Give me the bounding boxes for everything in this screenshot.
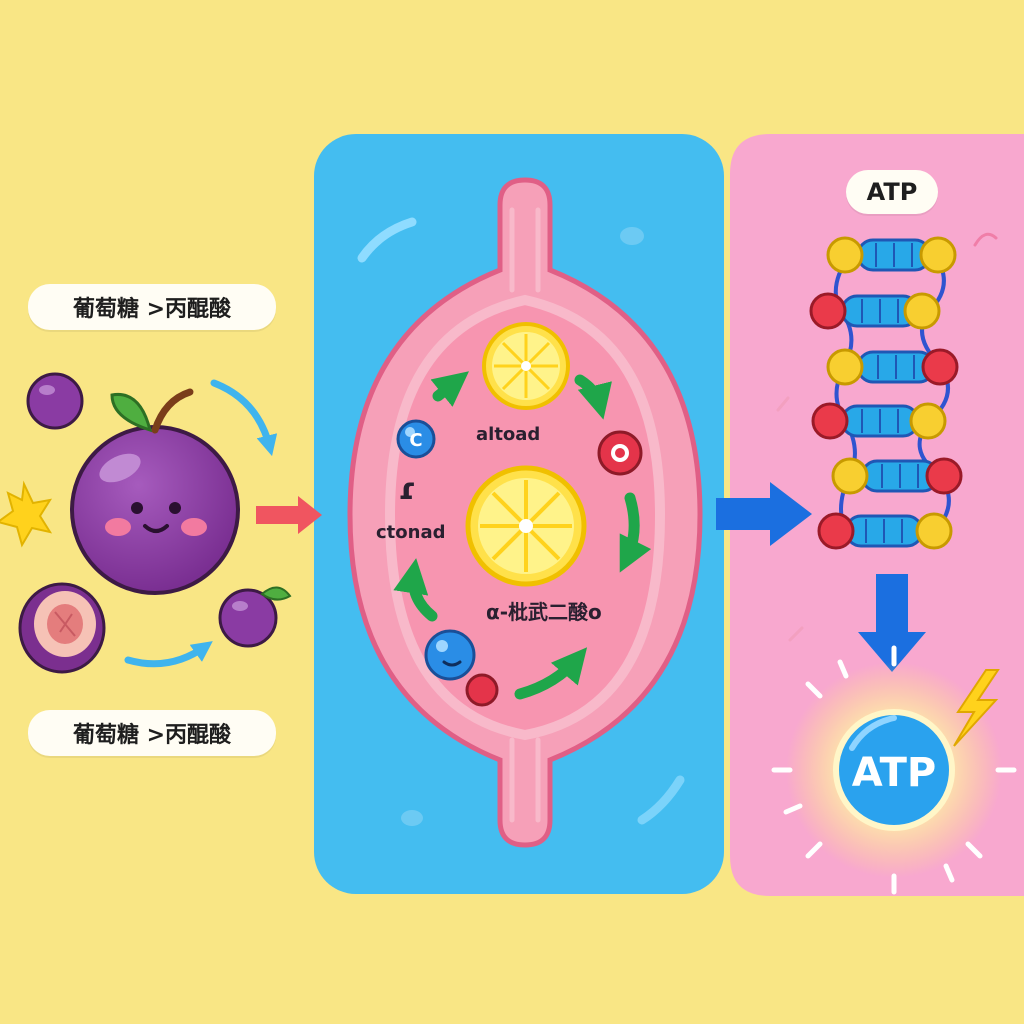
lemon-slice-icon-center xyxy=(465,465,587,587)
glucose-pyruvate-label-bottom: 葡萄糖 >丙醌酸 xyxy=(28,710,276,756)
right-panel-decor-3 xyxy=(788,626,804,642)
atp-glow xyxy=(771,645,1017,895)
atp-tag-label: ATP xyxy=(846,170,938,214)
leaf-icon xyxy=(110,392,153,433)
left-fruit-group xyxy=(0,372,322,674)
green-arrow-4 xyxy=(514,647,588,700)
atp-energy-circle xyxy=(833,709,955,831)
blue-arrow-down-icon xyxy=(858,574,926,672)
atp-row-5 xyxy=(831,457,963,495)
blue-molecule-bottom-icon xyxy=(424,629,476,681)
green-arrow-5 xyxy=(393,558,438,622)
middle-panel-highlight xyxy=(357,217,417,263)
plum-stem xyxy=(151,388,194,434)
half-plum-icon xyxy=(18,582,106,674)
lemon-slice-icon-top xyxy=(482,322,570,410)
lightning-icon xyxy=(953,669,1000,747)
cycle-label-left: ctonad xyxy=(376,522,446,543)
middle-panel-dot xyxy=(620,227,644,245)
small-plum-bottom xyxy=(218,588,278,648)
curved-arrow-bottom xyxy=(124,641,213,668)
atp-molecule-chain xyxy=(809,236,963,550)
atp-row-3 xyxy=(826,348,959,386)
cycle-label-small: ɾ xyxy=(398,472,416,507)
red-arrow-icon xyxy=(256,496,322,534)
right-panel-decor-2 xyxy=(776,396,790,412)
atp-big-label: ATP xyxy=(852,750,936,796)
cycle-label-alpha: α-枇武二酸o xyxy=(486,600,602,624)
atp-row-6 xyxy=(817,512,953,550)
blue-arrow-right-icon xyxy=(716,482,812,546)
atp-row-2 xyxy=(809,292,941,330)
plum-fruit-icon xyxy=(70,425,240,595)
star-icon xyxy=(0,480,53,548)
blue-molecule-text: C xyxy=(409,430,422,451)
green-arrow-1 xyxy=(430,371,469,407)
green-arrow-2 xyxy=(574,374,612,420)
krebs-cycle-arrows xyxy=(393,371,652,700)
green-arrow-3 xyxy=(619,492,652,573)
middle-panel-highlight-bottom xyxy=(637,775,685,825)
atp-row-4 xyxy=(811,402,947,440)
cycle-label-top: altoad xyxy=(476,424,541,445)
right-panel-decor xyxy=(973,232,998,247)
atp-row-1 xyxy=(826,236,957,274)
small-plum-top xyxy=(26,372,84,430)
middle-panel-dot-bottom xyxy=(401,810,423,826)
red-molecule-bottom-icon xyxy=(465,673,499,707)
glucose-pyruvate-label-top: 葡萄糖 >丙醌酸 xyxy=(28,284,276,330)
curved-arrow-top xyxy=(210,379,278,457)
